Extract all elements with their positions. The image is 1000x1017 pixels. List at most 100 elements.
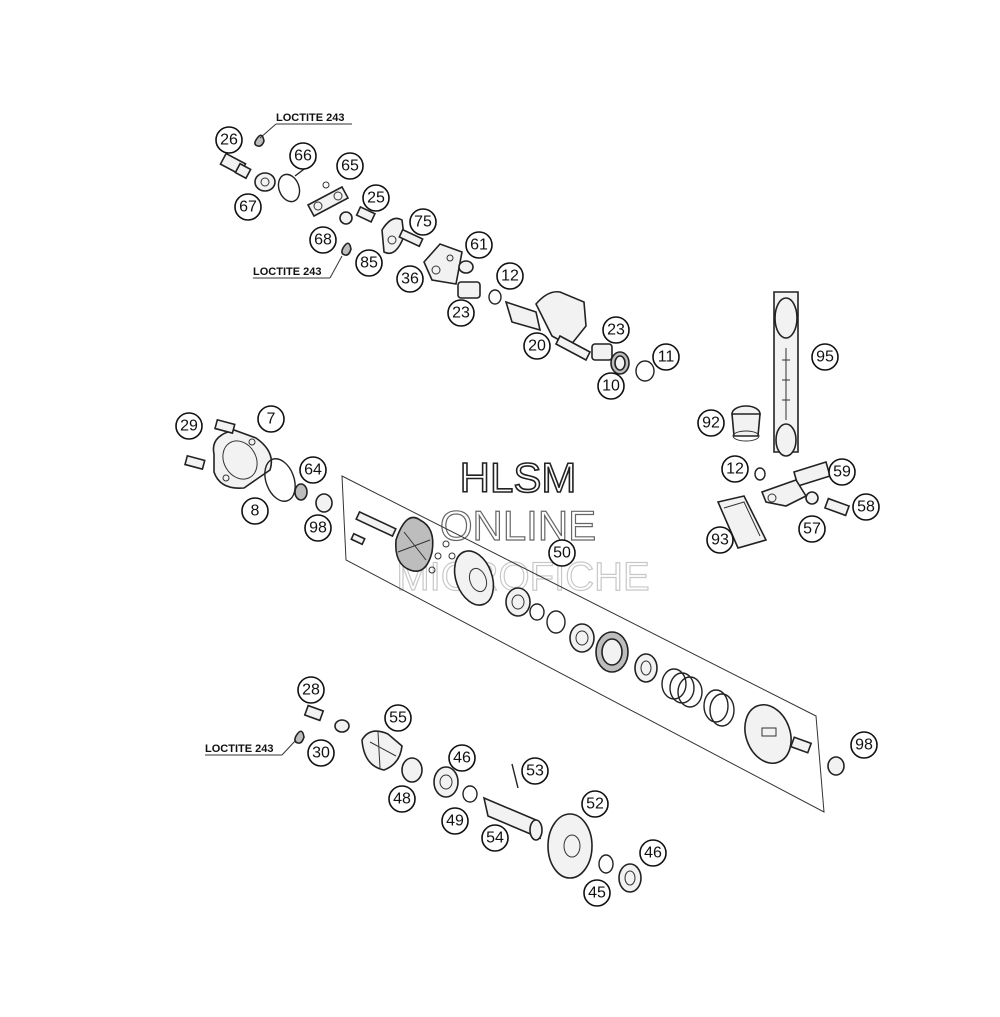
lower-assembly <box>294 704 642 893</box>
callout: 50 <box>548 539 576 567</box>
svg-text:11: 11 <box>658 349 675 366</box>
svg-text:57: 57 <box>803 521 821 538</box>
loctite-note-top: LOCTITE 243 <box>259 112 352 139</box>
callout: 93 <box>706 526 734 554</box>
callout: 53 <box>521 757 549 785</box>
callout: 58 <box>852 493 880 521</box>
callout: 85 <box>355 249 383 277</box>
bolt-26-drawing <box>219 152 252 180</box>
plate-65-drawing <box>306 181 350 218</box>
watermark-line-1: HLSM <box>460 454 577 501</box>
svg-text:36: 36 <box>401 271 419 288</box>
callout: 20 <box>523 332 551 360</box>
callout: 23 <box>447 299 475 327</box>
callout: 67 <box>234 193 262 221</box>
svg-text:59: 59 <box>833 464 851 481</box>
callout: 26 <box>215 126 243 154</box>
callout: 64 <box>299 456 327 484</box>
svg-text:92: 92 <box>702 415 720 432</box>
callouts: 26 66 65 67 25 68 75 85 61 36 12 23 23 2… <box>175 126 880 907</box>
loctite-note-bottom: LOCTITE 243 <box>205 739 297 756</box>
callout: 48 <box>388 785 416 813</box>
watermark-line-2: ONLINE <box>440 502 596 549</box>
svg-text:53: 53 <box>526 763 544 780</box>
svg-text:49: 49 <box>446 813 464 830</box>
callout: 98 <box>304 514 332 542</box>
svg-text:68: 68 <box>314 232 332 249</box>
callout: 12 <box>496 262 524 290</box>
svg-text:23: 23 <box>607 322 625 339</box>
bushing-23-drawing <box>457 281 481 299</box>
svg-text:46: 46 <box>453 750 471 767</box>
callout: 45 <box>583 879 611 907</box>
washer-67-drawing <box>254 172 276 192</box>
watermark: MICROFICHE HLSM ONLINE <box>396 453 651 599</box>
callout: 11 <box>652 343 680 371</box>
callout: 23 <box>602 316 630 344</box>
svg-text:12: 12 <box>501 268 519 285</box>
svg-text:30: 30 <box>312 745 330 762</box>
svg-text:26: 26 <box>220 132 238 149</box>
rubber-92 <box>731 405 761 442</box>
callout: 66 <box>289 142 317 170</box>
svg-text:LOCTITE 243: LOCTITE 243 <box>205 743 273 755</box>
svg-text:52: 52 <box>586 796 604 813</box>
loctite-note-middle: LOCTITE 243 <box>253 255 343 279</box>
svg-text:95: 95 <box>816 349 834 366</box>
svg-text:45: 45 <box>588 885 606 902</box>
callout: 10 <box>597 372 625 400</box>
shaft-20-drawing <box>504 290 592 362</box>
callout: 95 <box>811 343 839 371</box>
callout: 75 <box>409 208 437 236</box>
svg-text:23: 23 <box>452 305 470 322</box>
callout: 61 <box>465 231 493 259</box>
svg-text:46: 46 <box>644 845 662 862</box>
callout: 57 <box>798 515 826 543</box>
svg-text:7: 7 <box>267 411 276 428</box>
callout: 7 <box>257 405 285 433</box>
callout: 46 <box>639 839 667 867</box>
svg-text:66: 66 <box>294 148 312 165</box>
callout: 68 <box>309 226 337 254</box>
callout: 65 <box>336 152 364 180</box>
svg-text:65: 65 <box>341 158 359 175</box>
plate-36-drawing <box>423 243 463 285</box>
svg-text:20: 20 <box>528 338 546 355</box>
shift-lever-95 <box>773 291 799 457</box>
callout: 55 <box>384 704 412 732</box>
upper-shaft-assembly <box>219 134 655 382</box>
svg-text:29: 29 <box>180 418 198 435</box>
callout: 54 <box>481 824 509 852</box>
svg-text:28: 28 <box>302 682 320 699</box>
callout: 92 <box>697 409 725 437</box>
svg-text:54: 54 <box>486 830 504 847</box>
callout: 59 <box>828 458 856 486</box>
svg-text:75: 75 <box>414 214 432 231</box>
svg-text:10: 10 <box>602 378 620 395</box>
svg-text:98: 98 <box>309 520 327 537</box>
svg-text:93: 93 <box>711 532 729 549</box>
callout: 52 <box>581 790 609 818</box>
callout: 49 <box>441 807 469 835</box>
callout: 28 <box>297 676 325 704</box>
spring-66-drawing <box>277 173 301 203</box>
center-assembly <box>341 475 845 813</box>
callout: 36 <box>396 265 424 293</box>
svg-text:85: 85 <box>360 255 378 272</box>
svg-text:LOCTITE 243: LOCTITE 243 <box>276 112 344 124</box>
callout: 30 <box>307 739 335 767</box>
callout: 8 <box>241 497 269 525</box>
svg-text:8: 8 <box>251 503 260 520</box>
callout: 98 <box>850 731 878 759</box>
callout: 46 <box>448 744 476 772</box>
callout: 25 <box>362 184 390 212</box>
callout: 29 <box>175 412 203 440</box>
svg-text:61: 61 <box>470 237 488 254</box>
svg-text:50: 50 <box>553 545 571 562</box>
svg-text:64: 64 <box>304 462 322 479</box>
svg-text:LOCTITE 243: LOCTITE 243 <box>253 266 321 278</box>
cover-7 <box>212 429 273 489</box>
shaft-59 <box>754 460 831 507</box>
svg-text:58: 58 <box>857 499 875 516</box>
